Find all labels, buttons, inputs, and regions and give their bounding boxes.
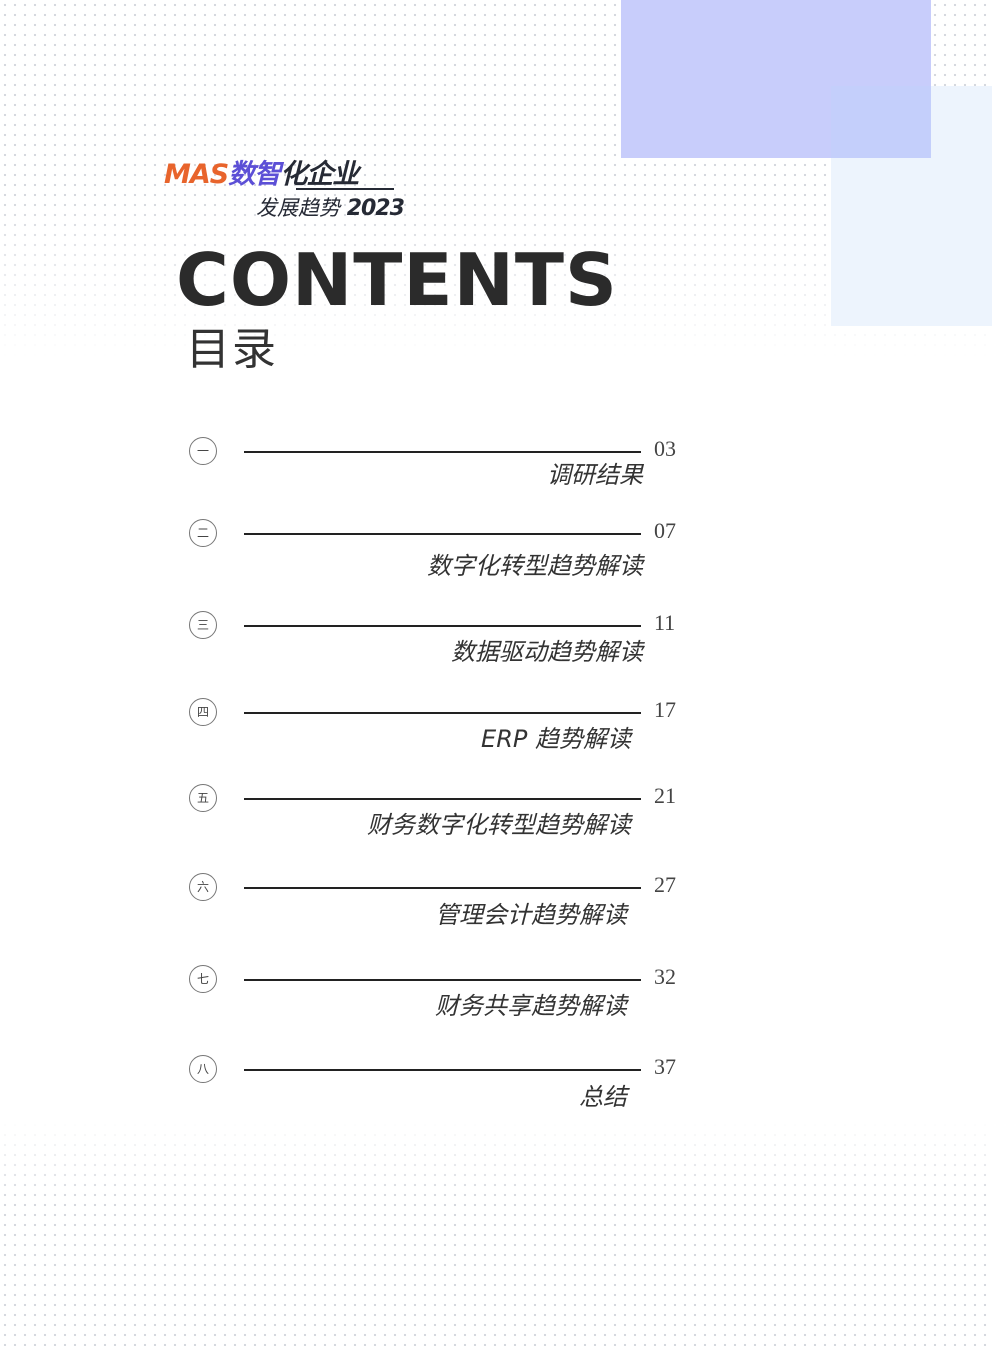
toc-entry-3[interactable]: 三 11 数据驱动趋势解读 bbox=[0, 610, 992, 695]
logo-year: 2023 bbox=[346, 196, 405, 221]
toc-entry-1[interactable]: 一 03 调研结果 bbox=[0, 436, 992, 521]
toc-page-number: 03 bbox=[654, 436, 676, 461]
toc-title: 调研结果 bbox=[547, 461, 643, 489]
toc-title: 财务数字化转型趋势解读 bbox=[367, 811, 631, 839]
logo-name-part1: 数智 bbox=[228, 159, 281, 190]
toc-page-number: 27 bbox=[654, 872, 676, 897]
toc-divider bbox=[244, 798, 641, 800]
logo-title: MAS数智化企业 bbox=[164, 158, 359, 192]
toc-number: 一 bbox=[189, 437, 217, 465]
contents-heading-cn: 目录 bbox=[186, 324, 278, 375]
toc-divider bbox=[244, 533, 641, 535]
toc-number: 七 bbox=[189, 965, 217, 993]
toc-number: 六 bbox=[189, 873, 217, 901]
toc-divider bbox=[244, 451, 641, 453]
toc-entry-7[interactable]: 七 32 财务共享趋势解读 bbox=[0, 964, 992, 1049]
toc-title: 数字化转型趋势解读 bbox=[427, 552, 643, 580]
report-logo: MAS数智化企业 发展趋势 2023 bbox=[164, 158, 424, 224]
toc-page-number: 21 bbox=[654, 783, 676, 808]
toc-title: 财务共享趋势解读 bbox=[435, 992, 627, 1020]
toc-entry-5[interactable]: 五 21 财务数字化转型趋势解读 bbox=[0, 783, 992, 868]
logo-underline bbox=[296, 188, 394, 190]
toc-page-number: 07 bbox=[654, 518, 676, 543]
decor-block-overlap bbox=[831, 86, 931, 158]
toc-title: ERP 趋势解读 bbox=[481, 725, 631, 753]
contents-heading: CONTENTS bbox=[176, 238, 618, 322]
toc-title: 数据驱动趋势解读 bbox=[451, 638, 643, 666]
toc-entry-8[interactable]: 八 37 总结 bbox=[0, 1054, 992, 1139]
toc-number: 八 bbox=[189, 1055, 217, 1083]
toc-divider bbox=[244, 887, 641, 889]
logo-subtitle-text: 发展趋势 bbox=[256, 196, 340, 220]
toc-number: 二 bbox=[189, 519, 217, 547]
toc-page-number: 11 bbox=[654, 610, 676, 635]
logo-brand: MAS bbox=[164, 159, 229, 190]
toc-entry-4[interactable]: 四 17 ERP 趋势解读 bbox=[0, 697, 992, 782]
toc-divider bbox=[244, 625, 641, 627]
toc-page-number: 37 bbox=[654, 1054, 676, 1079]
toc-divider bbox=[244, 712, 641, 714]
toc-number: 三 bbox=[189, 611, 217, 639]
toc-title: 总结 bbox=[579, 1083, 627, 1111]
dot-fade-bottom bbox=[0, 1120, 992, 1346]
toc-number: 四 bbox=[189, 698, 217, 726]
toc-page-number: 32 bbox=[654, 964, 676, 989]
logo-name-part2: 化企业 bbox=[280, 159, 359, 190]
toc-number: 五 bbox=[189, 784, 217, 812]
toc-page-number: 17 bbox=[654, 697, 676, 722]
toc-entry-2[interactable]: 二 07 数字化转型趋势解读 bbox=[0, 518, 992, 603]
logo-subtitle: 发展趋势 2023 bbox=[256, 194, 405, 223]
toc-divider bbox=[244, 1069, 641, 1071]
toc-title: 管理会计趋势解读 bbox=[435, 901, 627, 929]
toc-divider bbox=[244, 979, 641, 981]
toc-entry-6[interactable]: 六 27 管理会计趋势解读 bbox=[0, 872, 992, 957]
